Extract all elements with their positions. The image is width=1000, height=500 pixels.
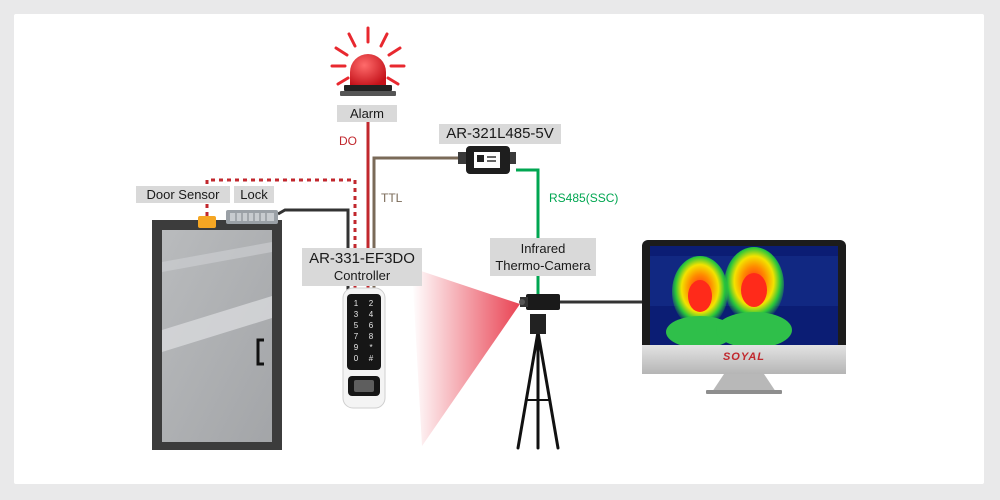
keypad-key: 0 (354, 354, 359, 363)
converter-label: AR-321L485-5V (439, 124, 561, 144)
keypad-key: # (369, 354, 374, 363)
rs485-wire-label: RS485(SSC) (549, 191, 619, 205)
thermal-image (666, 247, 792, 348)
infrared-beam (412, 268, 520, 446)
lock-label: Lock (234, 186, 274, 203)
keypad-key: 2 (369, 299, 374, 308)
keypad-key: 4 (369, 310, 374, 319)
controller-caption: Controller (333, 268, 391, 283)
do-wire-label: DO (339, 134, 357, 148)
keypad-key: 5 (354, 321, 359, 330)
camera-label: Infrared Thermo-Camera (490, 238, 596, 276)
keypad-keys: 1 2 3 4 5 6 7 8 9 * 0 # (354, 299, 374, 363)
brand-logo: SOYAL (722, 351, 766, 363)
keypad-key: 6 (369, 321, 374, 330)
converter-module-icon (458, 146, 516, 174)
alarm-beacon-icon (330, 26, 406, 96)
camera-caption-line1: Infrared (520, 241, 566, 256)
ttl-wire (372, 156, 458, 290)
ttl-wire-label: TTL (381, 191, 403, 205)
alarm-label: Alarm (337, 105, 397, 122)
controller-model: AR-331-EF3DO (309, 250, 415, 267)
keypad-key: 7 (354, 332, 359, 341)
camera-caption-line2: Thermo-Camera (495, 258, 591, 273)
controller-label: AR-331-EF3DO Controller (302, 248, 422, 286)
rs485-wire (516, 168, 540, 238)
tripod-icon (516, 330, 560, 450)
lock-icon (226, 210, 278, 224)
door-sensor-label: Door Sensor (136, 186, 230, 203)
door-icon (152, 220, 282, 450)
door-sensor-icon (198, 216, 216, 228)
keypad-key: 9 (354, 343, 359, 352)
keypad-key: 1 (354, 299, 359, 308)
keypad-key: 8 (369, 332, 374, 341)
controller-keypad-icon (342, 287, 386, 409)
keypad-key: * (369, 343, 372, 352)
monitor-icon (642, 240, 846, 394)
keypad-key: 3 (354, 310, 359, 319)
thermal-camera-icon (519, 294, 560, 310)
